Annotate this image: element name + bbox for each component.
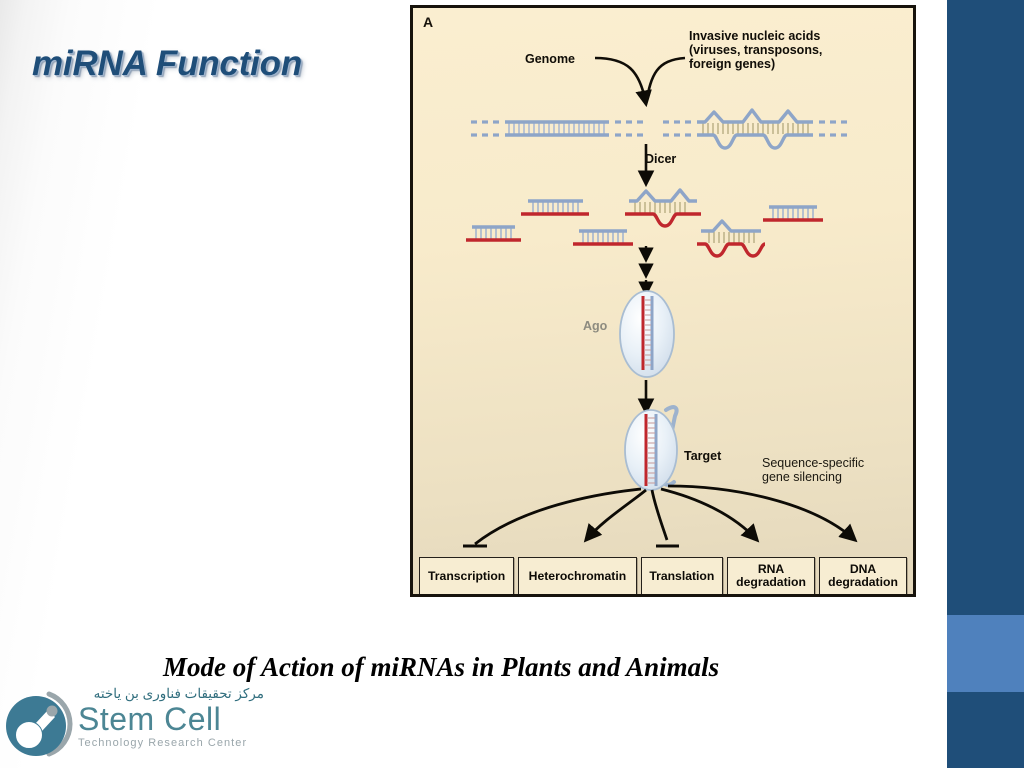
outcome-box-row: Transcription Heterochromatin Translatio… <box>419 557 908 594</box>
organization-logo: مرکز تحقیقات فناوری بن یاخته Stem Cell T… <box>2 686 264 766</box>
figure-caption: Mode of Action of miRNAs in Plants and A… <box>163 652 720 682</box>
outcome-box-translation: Translation <box>640 557 724 594</box>
logo-name: Stem Cell <box>78 701 222 737</box>
outcome-box-transcription: Transcription <box>419 557 515 594</box>
sirna-duplex <box>521 199 589 216</box>
sirna-duplex <box>573 229 633 246</box>
ago-target-complex <box>624 405 679 491</box>
outcome-box-dna-degradation: DNA degradation <box>819 557 908 594</box>
label-sequence-specific-gene-silencing: Sequence-specific gene silencing <box>762 456 865 484</box>
logo-persian-name: مرکز تحقیقات فناوری بن یاخته <box>93 686 264 701</box>
pathway-diagram <box>463 56 858 548</box>
page-title: miRNA Function <box>32 44 303 83</box>
sidebar-band-bottom <box>947 692 1024 768</box>
logo-text-block: مرکز تحقیقات فناوری بن یاخته Stem Cell T… <box>78 686 264 750</box>
invasive-duplex <box>663 108 847 150</box>
sidebar-band-accent <box>947 615 1024 692</box>
outcome-box-heterochromatin: Heterochromatin <box>518 557 637 594</box>
sirna-duplex <box>697 219 766 258</box>
label-dicer: Dicer <box>645 152 677 166</box>
panel-letter: A <box>423 14 434 30</box>
label-target: Target <box>684 449 722 463</box>
stem-cell-logo-icon <box>6 691 73 757</box>
outcome-box-rna-degradation: RNA degradation <box>727 557 816 594</box>
sirna-duplex <box>763 205 823 222</box>
sirna-duplex <box>625 188 701 228</box>
label-ago: Ago <box>583 319 608 333</box>
genome-duplex <box>471 120 643 137</box>
label-invasive-nucleic-acids: Invasive nucleic acids (viruses, transpo… <box>689 29 823 71</box>
sidebar-band-top <box>947 0 1024 615</box>
ago-complex-loaded <box>619 290 675 378</box>
sidebar-decoration <box>947 0 1024 768</box>
label-genome: Genome <box>525 52 576 66</box>
logo-subtitle: Technology Research Center <box>78 737 248 749</box>
sirna-duplex <box>466 225 521 242</box>
figure-panel: A Genome Invasive nucleic acids (viruses… <box>410 5 916 597</box>
